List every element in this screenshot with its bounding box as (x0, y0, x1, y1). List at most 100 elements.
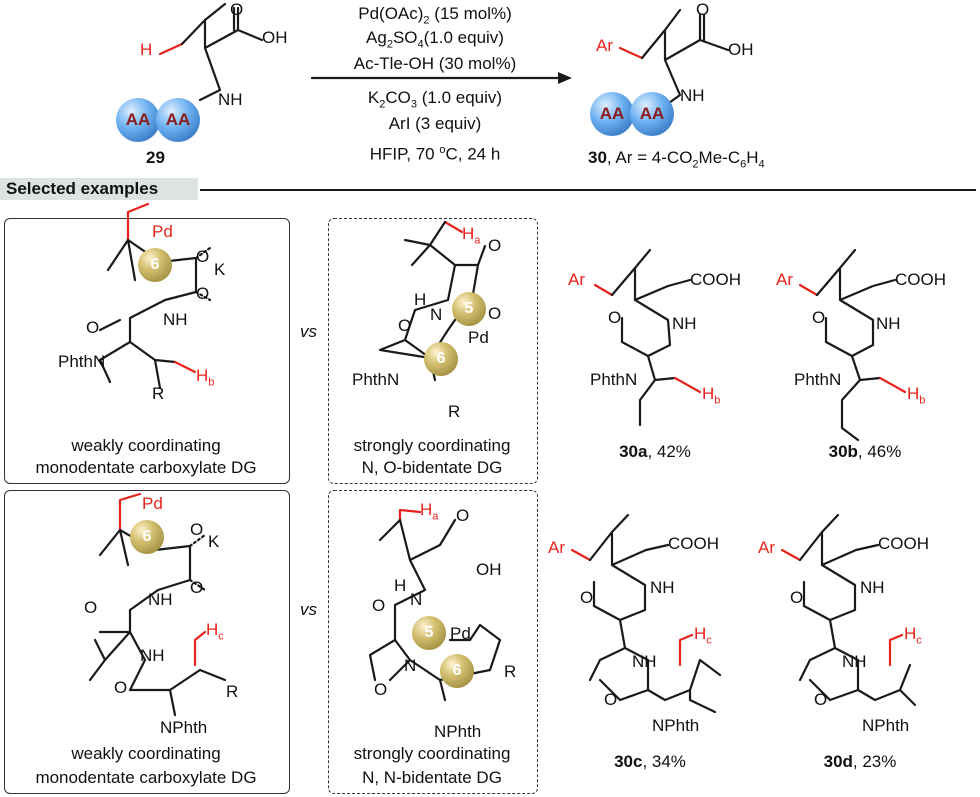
six-membered-ring-marker: 6 (440, 654, 474, 688)
atom-o: O (190, 520, 204, 539)
atom-nh: NH (163, 310, 188, 329)
condition-line-4: K2CO3 (1.0 equiv) (367, 88, 503, 111)
atom-nh: NH (842, 652, 867, 671)
strong-dg-box-2 (328, 490, 538, 794)
reaction-arrow (310, 72, 572, 84)
caption-weak-4: monodentate carboxylate DG (35, 768, 257, 787)
atom-hb: Hb (702, 384, 721, 407)
aa-bead: AA (156, 98, 200, 142)
atom-o: O (604, 690, 618, 709)
condition-line-5: ArI (3 equiv) (388, 114, 482, 133)
yield-30a: 30a, 42% (619, 442, 691, 461)
structure-box4 (368, 508, 502, 702)
strong-dg-box-1 (328, 218, 538, 484)
atom-oh-30: OH (728, 40, 754, 59)
caption-weak-2: monodentate carboxylate DG (35, 458, 257, 477)
atom-o: O (608, 308, 622, 327)
atom-ha: Ha (420, 500, 439, 523)
atom-n: N (430, 305, 443, 324)
atom-nh: NH (650, 578, 675, 597)
five-membered-ring-marker: 5 (452, 292, 486, 326)
atom-ar: Ar (758, 538, 775, 557)
atom-o: O (398, 316, 412, 335)
atom-nphth: NPhth (434, 722, 482, 741)
atom-hc: Hc (904, 624, 922, 647)
six-membered-ring-marker: 6 (138, 248, 172, 282)
atom-ha: Ha (462, 224, 481, 247)
structure-30c (570, 513, 722, 714)
atom-phthn: PhthN (590, 370, 638, 389)
atom-phthn: PhthN (58, 352, 106, 371)
caption-strong-2a: strongly coordinating (353, 744, 511, 763)
atom-o: O (456, 506, 470, 525)
atom-o: O (488, 304, 502, 323)
structure-29 (158, 2, 264, 102)
atom-h: H (394, 576, 407, 595)
atom-hb: Hb (907, 384, 926, 407)
aa-bead: AA (630, 92, 674, 136)
aa-bead: AA (590, 92, 634, 136)
atom-k: K (208, 532, 220, 551)
condition-line-3: Ac-Tle-OH (30 mol%) (353, 54, 517, 73)
atom-hb: Hb (196, 366, 215, 389)
atom-phthn: PhthN (352, 370, 400, 389)
atom-r: R (448, 402, 461, 421)
yield-30b: 30b, 46% (828, 442, 902, 461)
yield-30d: 30d, 23% (823, 752, 897, 771)
vs-label: vs (300, 322, 317, 341)
atom-nh: NH (148, 590, 173, 609)
atom-pd: Pd (450, 624, 471, 643)
atom-nh: NH (876, 314, 901, 333)
caption-strong-2b: N, N-bidentate DG (362, 768, 502, 787)
yield-30c: 30c, 34% (614, 752, 686, 771)
atom-o: O (86, 318, 100, 337)
atom-nh-30: NH (680, 86, 705, 105)
atom-nphth: NPhth (160, 718, 208, 737)
atom-ar: Ar (776, 270, 793, 289)
atom-n: N (410, 590, 423, 609)
structure-30b (798, 248, 907, 442)
atom-ar: Ar (568, 270, 585, 289)
condition-line-2: Ag2SO4(1.0 equiv) (366, 28, 504, 51)
atom-o: O (372, 596, 386, 615)
atom-nh: NH (140, 646, 165, 665)
caption-weak-1: weakly coordinating (71, 436, 221, 455)
atom-k: K (214, 260, 226, 279)
condition-line-6: HFIP, 70 oC, 24 h (369, 144, 501, 164)
compound-label-29: 29 (146, 148, 165, 167)
atom-nphth: NPhth (652, 716, 700, 735)
atom-nh-29: NH (218, 90, 243, 109)
weak-dg-box-2 (4, 490, 290, 794)
section-title: Selected examples (0, 178, 198, 200)
atom-n: N (404, 656, 417, 675)
aa-bead: AA (116, 98, 160, 142)
weak-dg-box-1 (4, 218, 290, 484)
atom-nh: NH (672, 314, 697, 333)
atom-cooh: COOH (690, 270, 741, 289)
atom-o: O (190, 578, 204, 597)
atom-cooh: COOH (878, 534, 929, 553)
structure-30 (618, 8, 730, 110)
six-membered-ring-marker: 6 (424, 342, 458, 376)
atom-nh: NH (860, 578, 885, 597)
atom-o: O (580, 588, 594, 607)
five-membered-ring-marker: 5 (412, 616, 446, 650)
atom-h: H (414, 290, 427, 309)
atom-o: O (196, 284, 210, 303)
atom-hc: Hc (206, 620, 224, 643)
caption-strong-1b: N, O-bidentate DG (361, 458, 503, 477)
compound-label-30: 30, Ar = 4-CO2Me-C6H4 (588, 148, 765, 171)
condition-line-1: Pd(OAc)2 (15 mol%) (358, 4, 512, 27)
atom-o: O (114, 678, 128, 697)
atom-o: O (84, 598, 98, 617)
atom-o: O (488, 236, 502, 255)
atom-cooh: COOH (895, 270, 946, 289)
atom-phthn: PhthN (794, 370, 842, 389)
structure-box1 (98, 202, 212, 390)
atom-o: O (814, 690, 828, 709)
atom-pd: Pd (142, 494, 163, 513)
structure-30d (780, 513, 917, 707)
atom-o: O (196, 247, 210, 266)
